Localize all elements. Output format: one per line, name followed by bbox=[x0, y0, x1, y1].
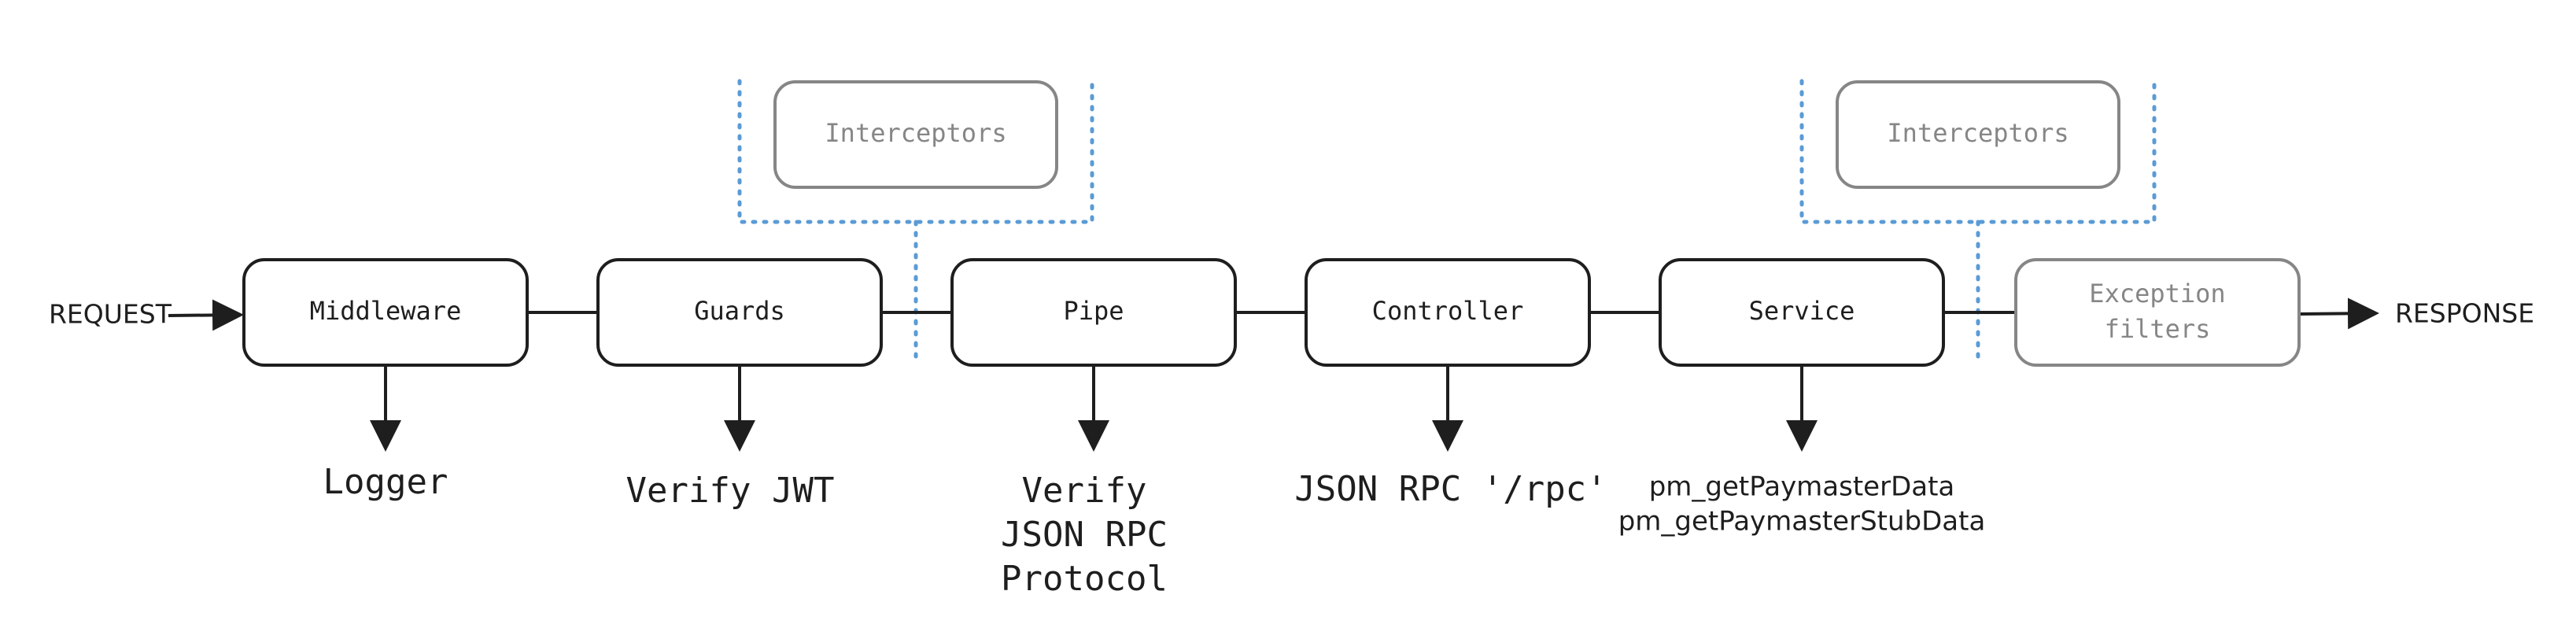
stage-controller: Controller bbox=[1305, 258, 1591, 367]
exception-filters-label-line-2: filters bbox=[2105, 314, 2211, 344]
stage-service-label: Service bbox=[1749, 296, 1855, 326]
stage-service: Service bbox=[1659, 258, 1945, 367]
controller-note: JSON RPC '/rpc' bbox=[1294, 469, 1607, 509]
middleware-note: Logger bbox=[323, 462, 448, 502]
interceptors-right-label: Interceptors bbox=[1887, 118, 2069, 148]
service-note-line-2: pm_getPaymasterStubData bbox=[1618, 506, 1986, 537]
pipe-note-line-1: Verify bbox=[1022, 471, 1147, 511]
request-label: REQUEST bbox=[49, 299, 172, 330]
stage-middleware: Middleware bbox=[242, 258, 529, 367]
interceptors-left-label: Interceptors bbox=[825, 118, 1006, 148]
stage-pipe-label: Pipe bbox=[1063, 296, 1124, 326]
down-arrows bbox=[370, 365, 1818, 452]
interceptors-right-box: Interceptors bbox=[1836, 80, 2120, 189]
response-label: RESPONSE bbox=[2395, 298, 2534, 329]
exception-filters-label-line-1: Exception bbox=[2089, 279, 2225, 308]
service-note-line-1: pm_getPaymasterData bbox=[1649, 471, 1955, 503]
request-arrow bbox=[168, 299, 244, 331]
interceptors-left-box: Interceptors bbox=[773, 80, 1058, 189]
stage-guards-label: Guards bbox=[694, 296, 785, 326]
stage-controller-label: Controller bbox=[1372, 296, 1524, 326]
interceptors-left-bracket bbox=[737, 79, 1094, 366]
interceptors-right-bracket bbox=[1799, 79, 2157, 366]
pipe-note-line-2: JSON RPC bbox=[1001, 515, 1168, 555]
stage-guards: Guards bbox=[596, 258, 883, 367]
guards-note: Verify JWT bbox=[626, 471, 835, 511]
stage-middleware-label: Middleware bbox=[310, 296, 462, 326]
stage-exception-filters: Exception filters bbox=[2014, 258, 2301, 367]
response-arrow bbox=[2298, 297, 2379, 330]
stage-pipe: Pipe bbox=[950, 258, 1237, 367]
pipe-note-line-3: Protocol bbox=[1001, 559, 1168, 599]
